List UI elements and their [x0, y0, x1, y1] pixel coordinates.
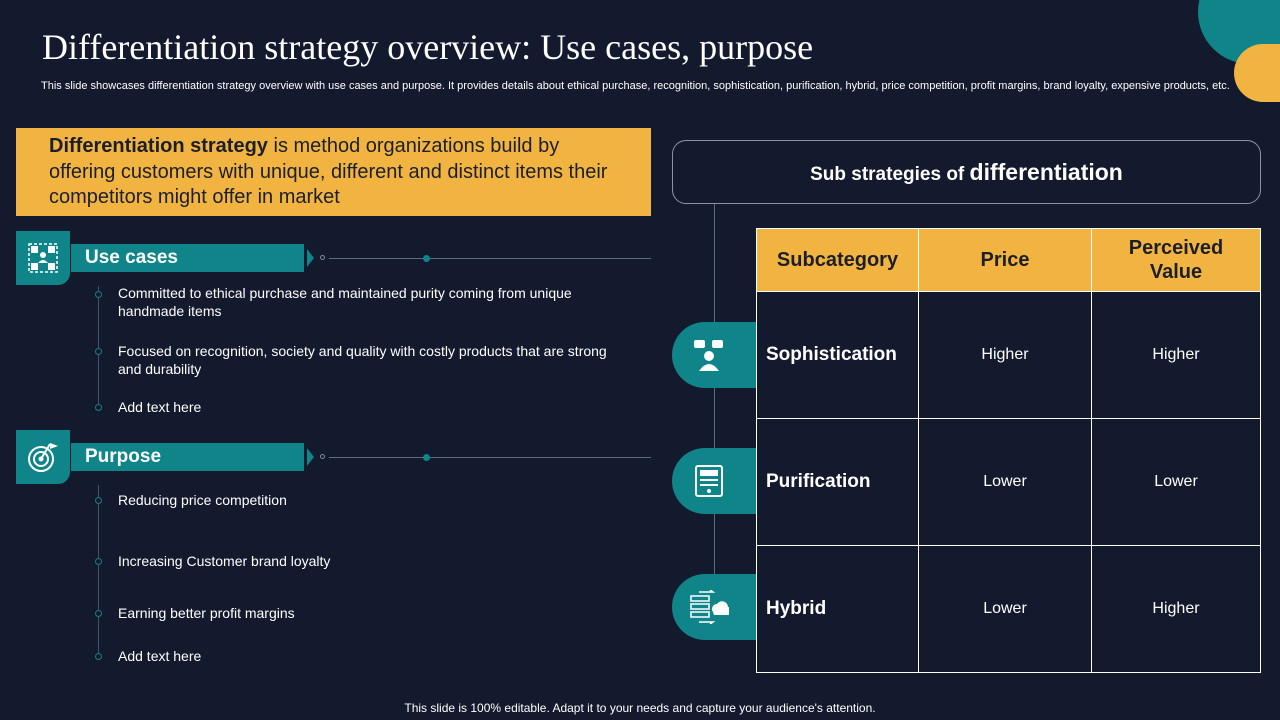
price-cell: Lower	[918, 545, 1092, 673]
use-cases-line-ring	[320, 255, 325, 260]
use-case-item-2: Focused on recognition, society and qual…	[118, 343, 607, 377]
row-label: Hybrid	[756, 545, 919, 673]
purpose-divider	[329, 457, 651, 458]
value-cell: Higher	[1091, 291, 1261, 419]
value-cell: Lower	[1091, 418, 1261, 546]
sub-strategies-heading: Sub strategies of differentiation	[672, 140, 1261, 204]
sub-strategies-heading-emphasis: differentiation	[969, 159, 1123, 185]
table-header-row: Subcategory Price Perceived Value	[756, 228, 1261, 292]
definition-text: is method organizations build by offerin…	[49, 135, 608, 208]
bullet-dot	[95, 653, 102, 660]
table-row: Purification Lower Lower	[756, 418, 1261, 546]
price-cell: Higher	[918, 291, 1092, 419]
table-row: Sophistication Higher Higher	[756, 291, 1261, 419]
sub-strategies-table: Subcategory Price Perceived Value Sophis…	[756, 228, 1261, 673]
bullet-dot	[95, 348, 102, 355]
filter-device-icon	[672, 448, 756, 514]
use-case-item-1: Committed to ethical purchase and mainta…	[118, 285, 572, 319]
column-header-perceived-value: Perceived Value	[1091, 228, 1261, 292]
purpose-item-1: Reducing price competition	[118, 492, 287, 508]
perceived-value-label: Perceived Value	[1128, 237, 1224, 283]
use-case-item-3: Add text here	[118, 399, 202, 415]
bullet-dot	[95, 404, 102, 411]
definition-term: Differentiation strategy	[49, 135, 268, 157]
use-cases-arrow	[307, 249, 314, 267]
sub-strategies-heading-prefix: Sub strategies of	[810, 164, 970, 185]
purpose-item-4: Add text here	[118, 648, 202, 664]
value-cell: Higher	[1091, 545, 1261, 673]
purpose-heading: Purpose	[71, 443, 304, 471]
network-people-icon	[16, 231, 70, 285]
purpose-arrow	[307, 448, 314, 466]
use-cases-divider	[329, 258, 651, 259]
column-header-subcategory: Subcategory	[756, 228, 919, 292]
corner-gold-shape	[1234, 44, 1280, 102]
page-title: Differentiation strategy overview: Use c…	[42, 27, 814, 67]
footer-note: This slide is 100% editable. Adapt it to…	[404, 701, 876, 715]
bullet-dot	[95, 291, 102, 298]
definition-box: Differentiation strategy is method organ…	[16, 128, 651, 216]
server-cloud-icon	[672, 574, 756, 640]
use-cases-heading: Use cases	[71, 244, 304, 272]
row-label: Purification	[756, 418, 919, 546]
purpose-line-dot	[423, 454, 430, 461]
purpose-item-2: Increasing Customer brand loyalty	[118, 553, 331, 569]
table-row: Hybrid Lower Higher	[756, 545, 1261, 673]
purpose-line-ring	[320, 454, 325, 459]
page-subtitle: This slide showcases differentiation str…	[41, 80, 1230, 92]
price-cell: Lower	[918, 418, 1092, 546]
person-chat-icon	[672, 322, 756, 388]
target-flag-icon	[16, 430, 70, 484]
purpose-item-3: Earning better profit margins	[118, 605, 295, 621]
row-label: Sophistication	[756, 291, 919, 419]
bullet-dot	[95, 497, 102, 504]
bullet-dot	[95, 610, 102, 617]
right-connector-line	[714, 204, 715, 574]
use-cases-line-dot	[423, 255, 430, 262]
purpose-timeline	[98, 485, 99, 660]
bullet-dot	[95, 558, 102, 565]
column-header-price: Price	[918, 228, 1092, 292]
